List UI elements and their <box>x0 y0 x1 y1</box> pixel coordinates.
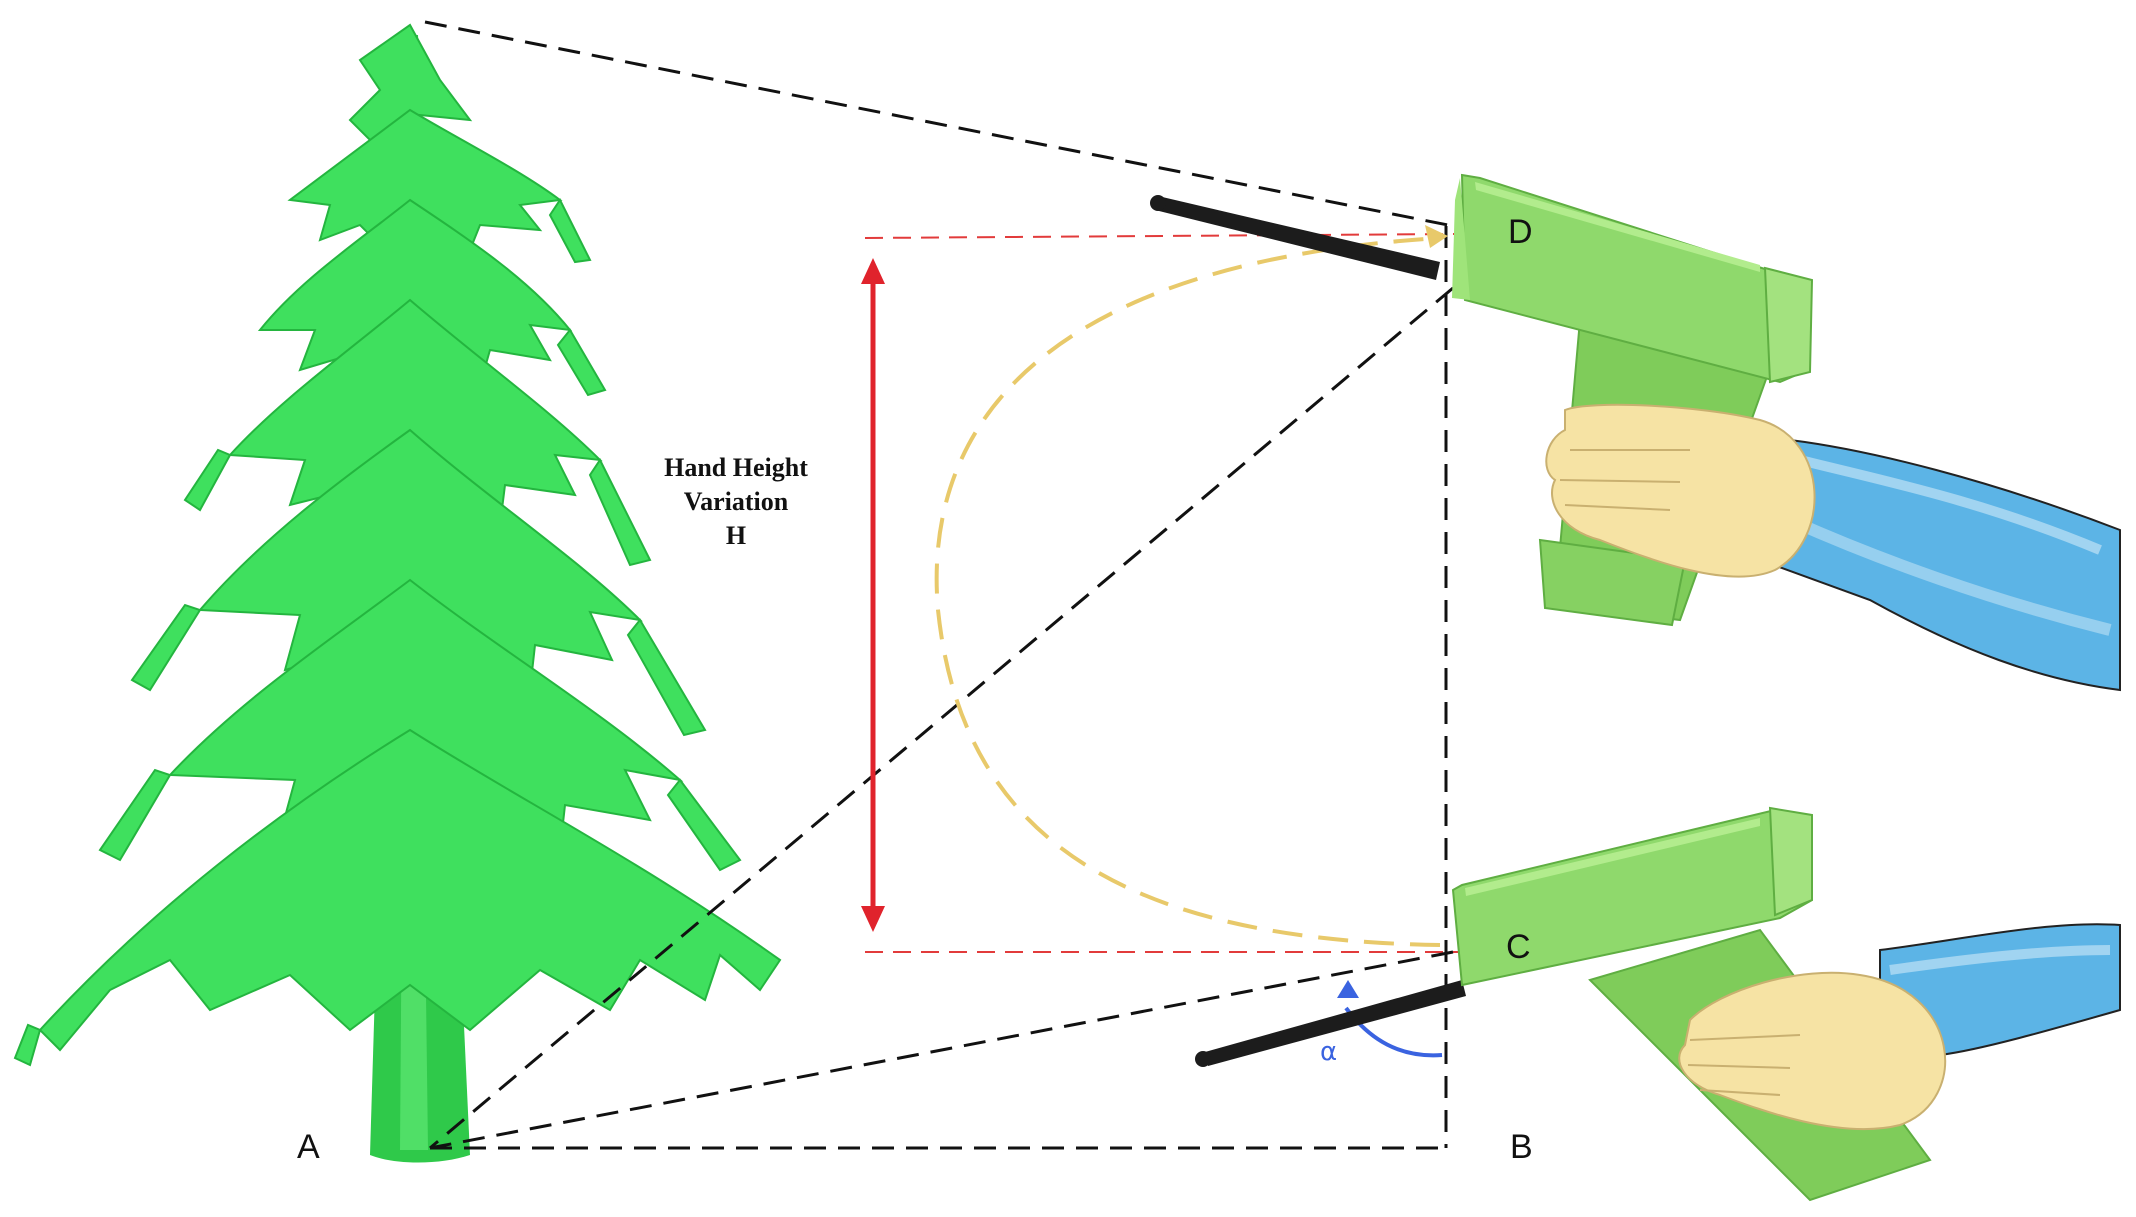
sight-line-c-to-a <box>429 950 1454 1150</box>
sight-line-top <box>424 20 1454 228</box>
tree-icon <box>13 23 782 1163</box>
sight-line-d-to-a <box>429 286 1454 1150</box>
antenna-icon <box>1155 196 1440 280</box>
point-label-d: D <box>1508 213 1533 251</box>
height-arrow <box>861 258 885 932</box>
antenna-icon <box>1205 980 1466 1066</box>
motion-arc-arrowhead <box>1425 225 1448 248</box>
point-label-a: A <box>297 1128 320 1166</box>
annotation-line-1: Hand Height <box>664 453 808 482</box>
angle-label: α <box>1320 1037 1337 1067</box>
hand-icon <box>1545 403 2121 1131</box>
sleeve <box>1758 438 2121 692</box>
annotation-line-3: H <box>726 521 746 550</box>
point-label-c: C <box>1506 928 1531 966</box>
point-label-b: B <box>1510 1128 1533 1166</box>
motion-arc <box>934 236 1441 947</box>
tree-foliage <box>38 23 782 1052</box>
annotation-line-2: Variation <box>684 487 789 516</box>
upper-level-line <box>864 233 1459 239</box>
hand <box>1545 403 1816 578</box>
sleeve <box>1879 923 2121 1057</box>
